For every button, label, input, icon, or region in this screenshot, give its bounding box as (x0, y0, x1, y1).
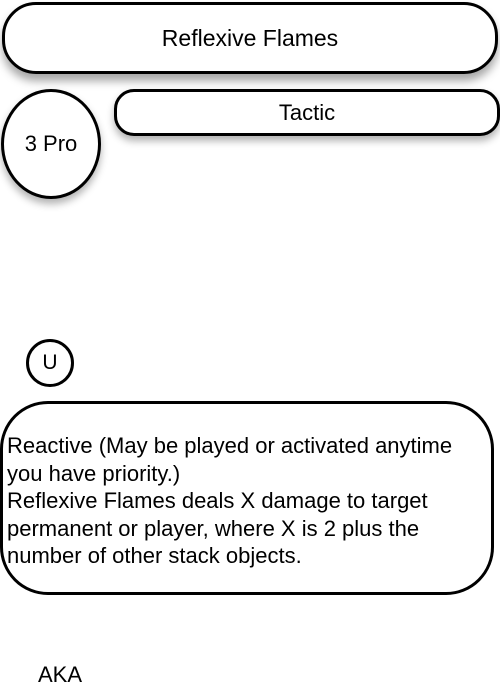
card-name: Reflexive Flames (161, 24, 339, 51)
card-type: Tactic (278, 99, 336, 125)
card-name-bar: Reflexive Flames (2, 2, 498, 74)
rules-text-line: Reflexive Flames deals X damage to targe… (7, 488, 428, 568)
rules-text-box: Reactive (May be played or activated any… (0, 401, 494, 595)
card-cost: 3 Pro (24, 131, 78, 156)
rarity-icon: U (26, 339, 74, 387)
cost-oval: 3 Pro (1, 89, 101, 199)
aka-label: AKA (38, 662, 83, 687)
rarity-label: U (42, 351, 58, 374)
rules-text-line: Reactive (May be played or activated any… (7, 433, 453, 486)
card-type-bar: Tactic (114, 89, 500, 136)
